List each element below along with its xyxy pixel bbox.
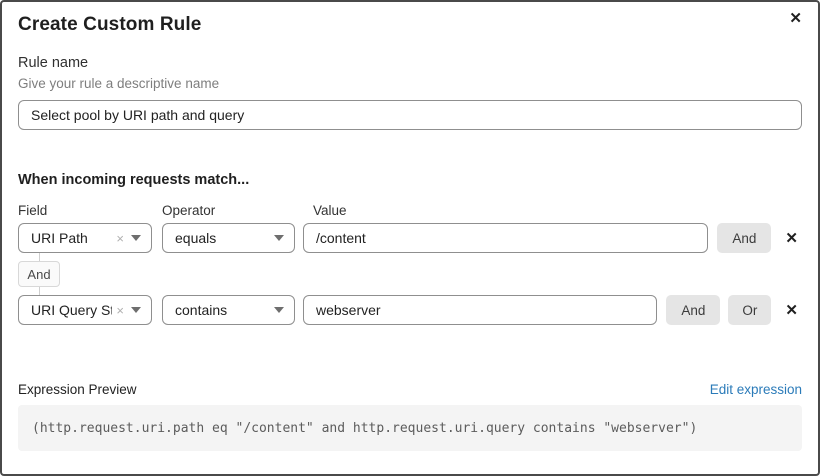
operator-column-label: Operator <box>162 203 216 218</box>
add-and-condition-button[interactable]: And <box>666 295 721 325</box>
field-select-value: URI Path <box>31 230 88 246</box>
connector-line-bottom <box>39 287 40 295</box>
chevron-down-icon <box>131 307 141 313</box>
condition-row: URI Path × equals And ✕ <box>18 223 802 253</box>
expression-code-block: (http.request.uri.path eq "/content" and… <box>18 405 802 451</box>
value-column-label: Value <box>313 203 347 218</box>
chevron-down-icon <box>131 235 141 241</box>
connector-line-top <box>39 253 40 261</box>
dialog-title: Create Custom Rule <box>18 14 202 35</box>
rule-name-label: Rule name <box>18 55 89 71</box>
operator-select-value: equals <box>175 230 217 246</box>
expression-preview-header: Expression Preview Edit expression <box>18 382 802 397</box>
field-select-value: URI Query St... <box>31 302 112 318</box>
field-select[interactable]: URI Query St... × <box>18 295 152 325</box>
rule-name-helper-text: Give your rule a descriptive name <box>18 76 220 91</box>
expression-preview-label: Expression Preview <box>18 382 137 397</box>
condition-column-labels: Field Operator Value <box>18 203 802 218</box>
remove-condition-icon[interactable]: ✕ <box>785 229 798 247</box>
value-input[interactable] <box>303 223 709 253</box>
add-or-condition-button[interactable]: Or <box>728 295 772 325</box>
operator-select[interactable]: equals <box>162 223 295 253</box>
match-section-heading: When incoming requests match... <box>18 172 250 188</box>
operator-select-value: contains <box>175 302 228 318</box>
clear-icon[interactable]: × <box>116 302 124 318</box>
condition-row: URI Query St... × contains And Or ✕ <box>18 295 802 325</box>
and-connector: And <box>18 253 74 295</box>
clear-icon[interactable]: × <box>116 230 124 246</box>
field-select[interactable]: URI Path × <box>18 223 152 253</box>
edit-expression-link[interactable]: Edit expression <box>709 382 802 397</box>
add-and-condition-button[interactable]: And <box>717 223 772 253</box>
operator-select[interactable]: contains <box>162 295 295 325</box>
chevron-down-icon <box>274 235 284 241</box>
chevron-down-icon <box>274 307 284 313</box>
and-connector-chip[interactable]: And <box>18 261 60 287</box>
close-icon[interactable]: ✕ <box>789 10 802 27</box>
rule-name-input[interactable] <box>18 100 802 130</box>
remove-condition-icon[interactable]: ✕ <box>785 301 798 319</box>
field-column-label: Field <box>18 203 48 218</box>
value-input[interactable] <box>303 295 658 325</box>
